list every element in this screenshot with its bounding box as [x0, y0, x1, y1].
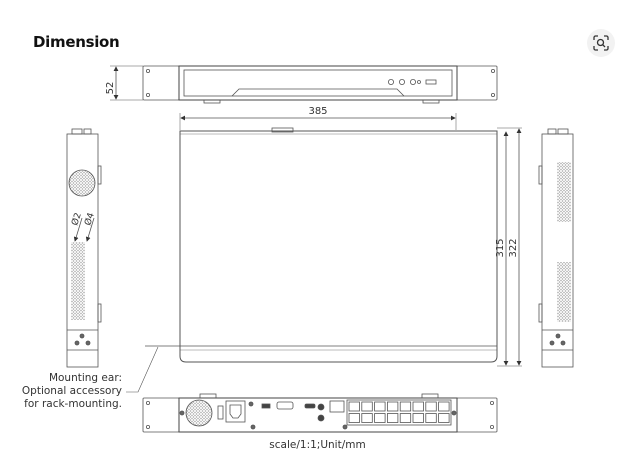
ethernet-port: [348, 413, 360, 423]
right-side-view: [538, 128, 574, 368]
rear-view: [142, 393, 498, 433]
width-dimension: 385: [308, 106, 327, 117]
ethernet-port: [386, 401, 399, 412]
ethernet-port: [399, 413, 412, 423]
note-line: Mounting ear:: [48, 372, 122, 384]
ethernet-port: [425, 401, 437, 412]
ethernet-port: [361, 401, 373, 412]
height-dimension: 52: [105, 82, 116, 95]
ethernet-port: [399, 401, 412, 412]
ethernet-port: [374, 413, 386, 423]
note-line: Optional accessory: [21, 385, 122, 397]
ethernet-port-block: [346, 399, 452, 426]
top-view: [145, 127, 498, 363]
ethernet-port: [348, 401, 360, 412]
zoom-image-button[interactable]: [587, 29, 615, 57]
front-view: [142, 65, 498, 104]
ethernet-port: [361, 413, 373, 423]
page-title: Dimension: [33, 33, 120, 51]
ethernet-port: [438, 413, 450, 423]
note-line: for rack-mounting.: [24, 398, 122, 410]
left-side-view: [66, 128, 102, 368]
ethernet-port: [425, 413, 437, 423]
ethernet-port: [438, 401, 450, 412]
ethernet-port: [386, 413, 399, 423]
ethernet-port: [412, 413, 424, 423]
depth-total-dimension: 322: [508, 238, 519, 257]
hole-large-label: Ø4: [82, 211, 97, 227]
scale-caption: scale/1:1;Unit/mm: [269, 439, 366, 451]
ethernet-port: [412, 401, 424, 412]
ethernet-port: [374, 401, 386, 412]
depth-body-dimension: 315: [495, 238, 506, 257]
zoom-search-icon: [593, 35, 609, 51]
mounting-ear-note: Mounting ear: Optional accessory for rac…: [22, 372, 122, 411]
hole-small-label: Ø2: [69, 211, 83, 227]
